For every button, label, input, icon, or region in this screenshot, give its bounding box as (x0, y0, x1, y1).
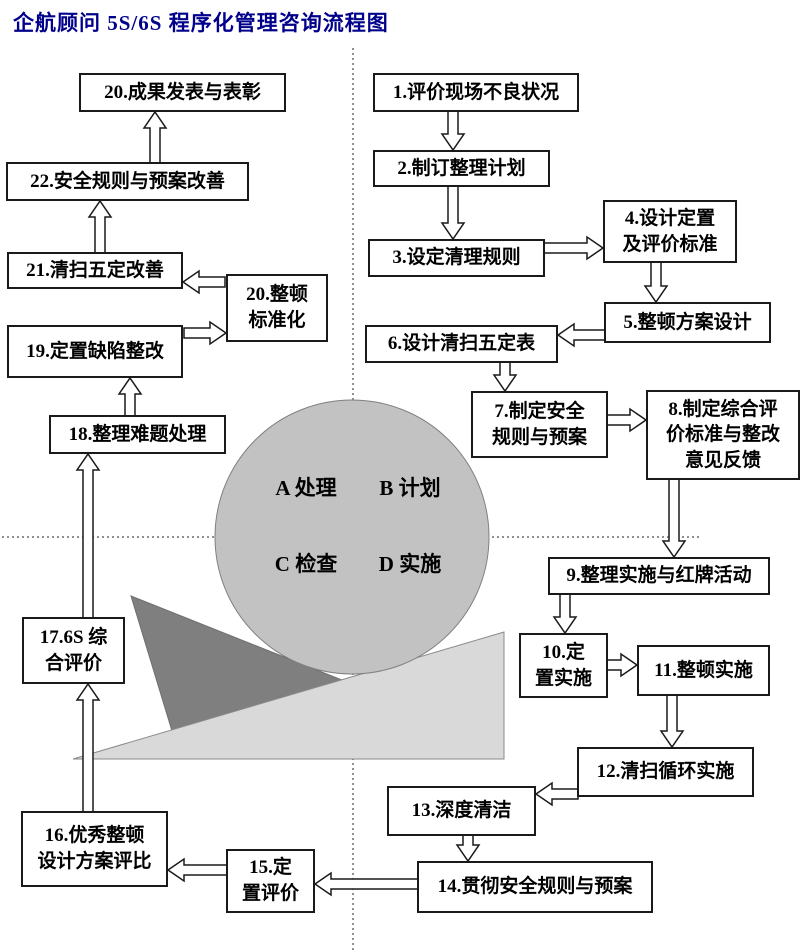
flow-box-10: 10.定 置实施 (519, 633, 608, 698)
flow-box-16: 16.优秀整顿 设计方案评比 (21, 811, 168, 887)
flow-box-7: 7.制定安全 规则与预案 (471, 391, 608, 458)
flow-box-20-results: 20.成果发表与表彰 (79, 73, 286, 112)
flow-arrow (556, 322, 606, 348)
flow-arrow (543, 235, 605, 261)
flow-box-11: 11.整顿实施 (637, 645, 770, 696)
flow-box-4: 4.设计定置 及评价标准 (603, 200, 737, 263)
flow-arrows-group (75, 110, 687, 897)
flow-box-1: 1.评价现场不良状况 (373, 73, 579, 112)
flow-arrow (75, 682, 101, 813)
flow-box-14: 14.贯彻安全规则与预案 (417, 861, 653, 913)
flow-arrow (606, 407, 648, 433)
flow-arrow (643, 261, 669, 304)
flow-arrow (181, 269, 226, 295)
flow-box-19: 19.定置缺陷整改 (7, 325, 183, 378)
flow-arrow (117, 376, 143, 417)
flow-arrow (552, 593, 578, 635)
pdca-quadrant-c-label: C 检查 (274, 552, 338, 576)
page-title: 企航顾问 5S/6S 程序化管理咨询流程图 (13, 11, 389, 35)
flow-arrow (534, 781, 579, 807)
pdca-quadrant-b-label: B 计划 (379, 476, 441, 500)
flow-arrow (440, 185, 466, 241)
flow-box-13: 13.深度清洁 (387, 786, 536, 836)
flow-box-21: 21.清扫五定改善 (7, 252, 183, 289)
flow-arrow (313, 871, 419, 897)
flow-box-3: 3.设定清理规则 (368, 239, 545, 277)
flow-box-5: 5.整顿方案设计 (604, 302, 771, 343)
flow-arrow (659, 694, 685, 749)
flow-arrow (166, 857, 228, 883)
flow-arrow (492, 361, 518, 393)
flow-arrow (142, 110, 168, 164)
pdca-quadrant-a-label: A 处理 (275, 476, 337, 500)
flow-box-12: 12.清扫循环实施 (577, 747, 754, 797)
flow-arrow (183, 320, 228, 346)
flow-arrow (661, 478, 687, 559)
pdca-quadrant-d-label: D 实施 (378, 552, 442, 576)
flow-box-17: 17.6S 综 合评价 (22, 617, 125, 684)
flow-arrow (87, 199, 113, 254)
flow-arrow (440, 110, 466, 152)
pdca-circle (214, 399, 490, 675)
flow-arrow (455, 834, 481, 863)
flow-box-18: 18.整理难题处理 (49, 415, 226, 454)
flow-box-20-standardize: 20.整顿 标准化 (226, 274, 328, 342)
flow-box-9: 9.整理实施与红牌活动 (548, 557, 770, 595)
flow-box-15: 15.定 置评价 (226, 849, 315, 913)
flow-box-8: 8.制定综合评 价标准与整改 意见反馈 (646, 390, 800, 480)
flow-box-22: 22.安全规则与预案改善 (6, 162, 249, 201)
flow-box-6: 6.设计清扫五定表 (365, 325, 558, 363)
flow-arrow (75, 452, 101, 619)
flow-arrow (606, 652, 639, 678)
flow-box-2: 2.制订整理计划 (373, 150, 550, 187)
